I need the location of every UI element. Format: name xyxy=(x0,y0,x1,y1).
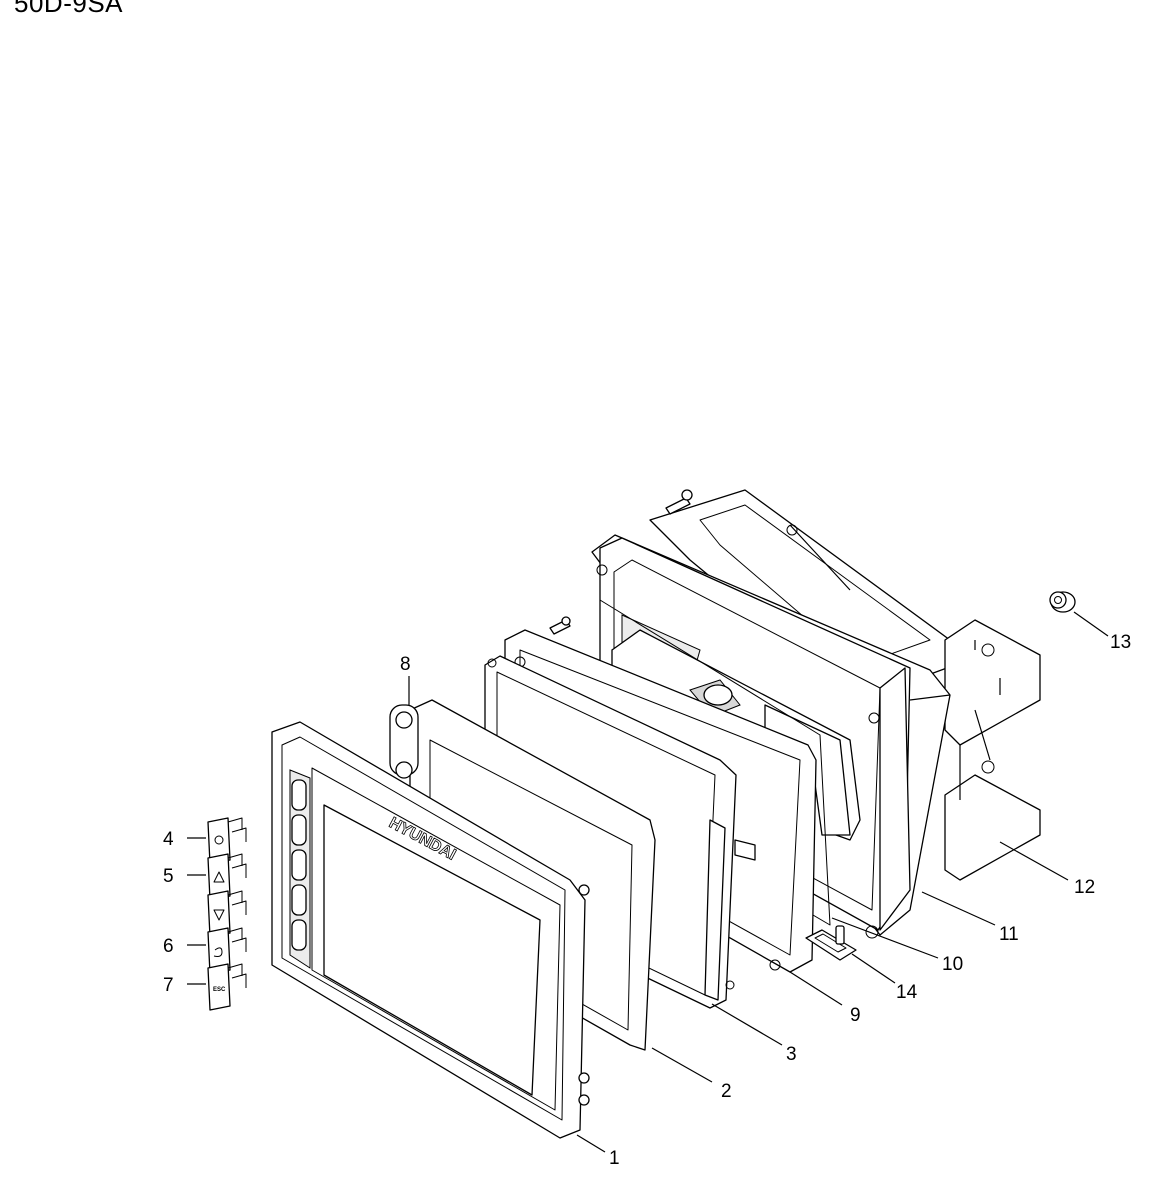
callout-8: 8 xyxy=(400,654,411,675)
leader-lines xyxy=(187,611,1109,1153)
washer xyxy=(1049,591,1076,613)
callout-5: 5 xyxy=(163,866,174,887)
front-bezel: HYUNDAI xyxy=(271,721,590,1139)
rear-screw xyxy=(665,489,693,515)
callout-3: 3 xyxy=(786,1044,797,1065)
callout-7: 7 xyxy=(163,975,174,996)
board-screw xyxy=(549,616,571,635)
connector-seal xyxy=(805,925,857,961)
key-return xyxy=(207,927,247,975)
key-up xyxy=(207,853,247,901)
callout-6: 6 xyxy=(163,936,174,957)
callout-labels: 4 5 6 7 8 1 2 3 9 14 10 11 12 13 xyxy=(163,632,1131,1169)
callout-13: 13 xyxy=(1110,632,1131,653)
callout-2: 2 xyxy=(721,1081,732,1102)
keypad-rubber xyxy=(389,704,419,779)
callout-9: 9 xyxy=(850,1005,861,1026)
callout-14: 14 xyxy=(896,982,918,1003)
page-title: 50D-9SA xyxy=(14,0,123,18)
callout-12: 12 xyxy=(1074,877,1095,898)
callout-10: 10 xyxy=(942,954,963,975)
key-escape: ESC xyxy=(207,963,247,1011)
callout-11: 11 xyxy=(999,924,1019,945)
escape-glyph: ESC xyxy=(213,987,226,993)
callout-4: 4 xyxy=(163,829,174,850)
key-camera xyxy=(207,817,247,865)
key-down xyxy=(207,890,247,938)
callout-1: 1 xyxy=(609,1148,620,1169)
